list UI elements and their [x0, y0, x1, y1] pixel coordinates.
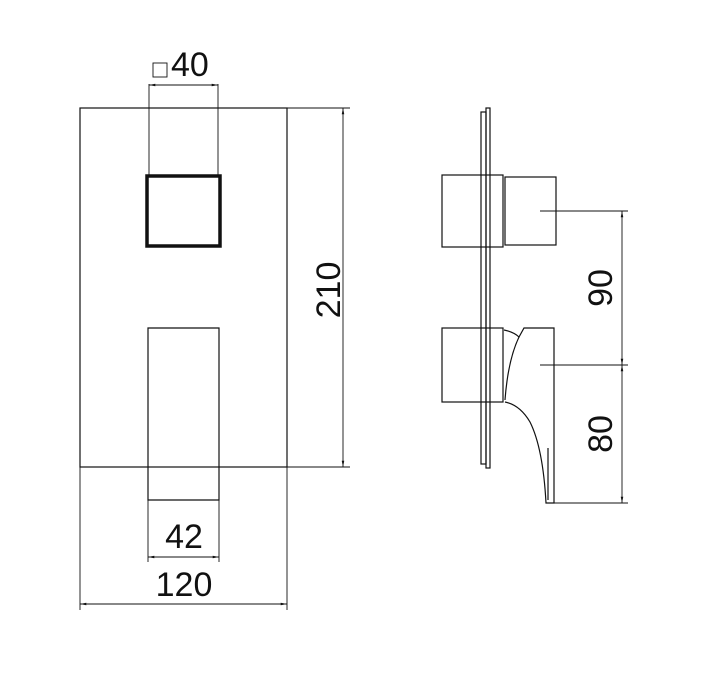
lever-curve — [504, 336, 520, 401]
front-view: 40 210 42 120 — [79, 46, 350, 610]
knob-size-label: 40 — [171, 46, 209, 84]
lower-body — [441, 327, 504, 403]
lever-handle — [147, 327, 220, 501]
side-view: 90 80 — [441, 107, 628, 504]
lever-width-label: 42 — [165, 518, 203, 556]
square-knob — [145, 174, 222, 248]
lever-side — [503, 327, 555, 504]
square-symbol-icon — [152, 62, 168, 78]
cover-plate — [79, 107, 288, 468]
lever-offset-label: 80 — [582, 415, 620, 453]
upper-body — [441, 174, 504, 248]
knob-spacing-label: 90 — [582, 269, 620, 307]
plate-edge — [480, 111, 487, 465]
height-label: 210 — [310, 262, 348, 319]
plate-width-label: 120 — [156, 566, 213, 604]
plate-edge-back — [485, 107, 491, 469]
